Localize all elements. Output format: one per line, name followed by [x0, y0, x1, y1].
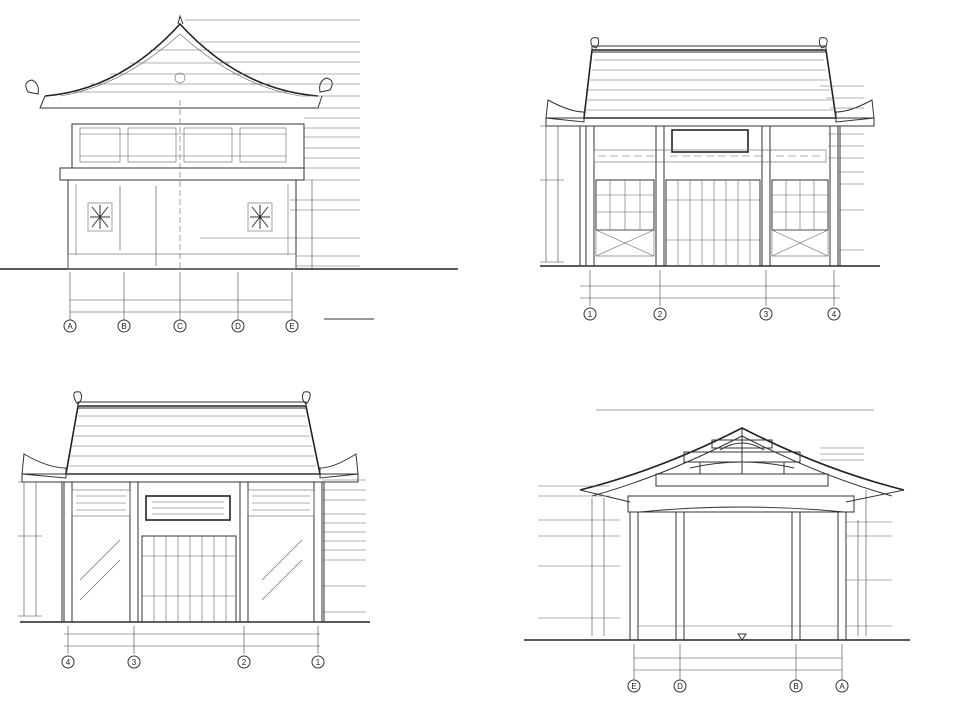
leader-lines — [820, 85, 864, 251]
ridge-dragon-right — [301, 391, 311, 405]
axis-label-2: 2 — [658, 310, 663, 319]
height-dims — [18, 481, 42, 617]
height-dims — [540, 125, 564, 263]
axis-label-a: A — [67, 322, 73, 331]
gable-ornament — [174, 72, 186, 84]
columns — [585, 125, 839, 267]
roof-eave — [39, 95, 323, 109]
axis-bubbles — [63, 319, 299, 333]
axis-label-d: D — [677, 682, 683, 691]
axis-label-2: 2 — [242, 658, 247, 667]
upper-roof-tiles — [68, 415, 316, 467]
columns — [63, 481, 323, 623]
axis-label-d: D — [235, 322, 241, 331]
side-elevation-drawing: A B C D E — [0, 14, 458, 333]
lower-eave-right — [319, 453, 359, 479]
right-fretwork — [247, 489, 315, 517]
arched-beam — [639, 506, 845, 513]
axis-label-4: 4 — [66, 658, 71, 667]
right-leader-lines — [820, 447, 892, 627]
ridge-dragon-right — [818, 37, 828, 49]
rear-elevation-drawing: 4 3 2 1 — [18, 391, 370, 669]
lower-lattice-dado — [595, 229, 829, 257]
axis-label-e: E — [289, 322, 294, 331]
view-front-elevation-1-4: 1 2 3 4 — [480, 0, 960, 350]
axis-label-3: 3 — [132, 658, 137, 667]
wall-ornament-left — [87, 202, 113, 232]
main-wall — [67, 179, 297, 270]
internal-height-dims — [119, 186, 157, 266]
roof-tiles — [59, 33, 301, 97]
roof-trusses — [655, 428, 829, 487]
eave-fascia — [545, 117, 875, 127]
left-window-panels — [595, 179, 655, 231]
axis-label-c: C — [177, 322, 183, 331]
fretwork-pattern — [76, 495, 310, 511]
left-leader-lines — [538, 485, 620, 619]
front-elevation-drawing: 1 2 3 4 — [540, 37, 880, 321]
view-side-elevation: A B C D E — [0, 0, 480, 350]
roof-profile — [44, 22, 319, 97]
upper-ridge — [77, 401, 307, 409]
lower-eave-left — [545, 99, 585, 123]
view-rear-elevation-4-1: 4 3 2 1 — [0, 350, 480, 721]
dragon-ornament-left — [25, 79, 39, 95]
wall-ornament-right — [247, 202, 273, 232]
axis-label-1: 1 — [316, 658, 321, 667]
section-drawing: E D B A — [524, 409, 910, 693]
upper-lattice-bays — [79, 127, 287, 163]
left-height-dims — [591, 498, 605, 636]
right-window-panels — [771, 179, 829, 231]
dimension-chain — [64, 626, 320, 654]
frame-outline — [579, 125, 841, 267]
axis-bubbles — [627, 679, 849, 693]
leader-lines — [185, 19, 360, 267]
dimension-chain — [580, 270, 840, 306]
dragon-ornament-right — [319, 77, 333, 93]
ridge-dragon-left — [73, 391, 83, 405]
lower-eave-band — [59, 167, 305, 181]
axis-bubbles — [61, 655, 325, 669]
name-plaque — [671, 129, 749, 153]
upper-roof-tiles — [585, 59, 833, 111]
axis-label-b: B — [121, 322, 126, 331]
axis-label-a: A — [839, 682, 845, 691]
leader-lines — [322, 479, 366, 613]
axis-bubbles — [583, 307, 841, 321]
main-beam — [627, 495, 855, 513]
upper-lattice-frame — [71, 123, 305, 169]
fretwork-band — [593, 149, 827, 163]
view-section-1-1: E D B A — [480, 350, 960, 721]
left-fretwork — [71, 489, 131, 517]
plaque-calligraphy — [152, 501, 224, 515]
dimension-chain — [633, 644, 843, 680]
roof-tile-hatch — [70, 49, 290, 93]
center-door-panels — [141, 535, 237, 623]
stone-plinth — [67, 253, 297, 270]
axis-label-3: 3 — [764, 310, 769, 319]
level-marker-icon — [737, 633, 747, 641]
ridge-finial — [177, 14, 184, 25]
side-glazing — [79, 539, 303, 601]
ridge-dragon-left — [590, 37, 600, 49]
right-height-dims — [857, 490, 867, 636]
section-columns — [629, 511, 847, 641]
name-plaque — [145, 495, 231, 521]
axis-label-4: 4 — [832, 310, 837, 319]
axis-label-b: B — [793, 682, 798, 691]
upper-ridge — [591, 45, 827, 53]
lower-eave-left — [21, 453, 67, 479]
axis-label-1: 1 — [588, 310, 593, 319]
eave-fascia — [21, 473, 359, 483]
lower-eave-right — [835, 99, 875, 123]
axis-label-e: E — [631, 682, 636, 691]
center-door-panels — [665, 179, 761, 267]
dimension-chain — [69, 272, 293, 320]
